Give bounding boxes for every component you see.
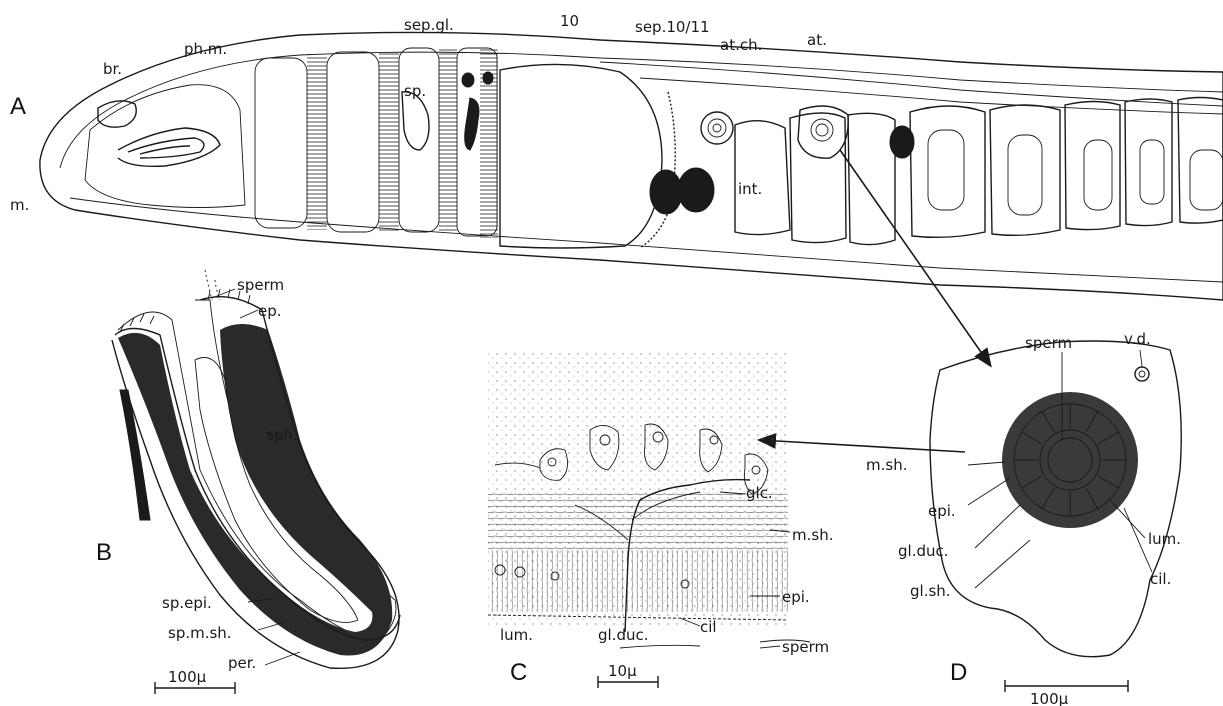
dark-blob-1: [462, 73, 474, 87]
septum-10-11: [640, 92, 675, 248]
dark-blob-5: [678, 168, 714, 212]
panel-label-a: A: [10, 93, 26, 120]
label-b-spepi: sp.epi.: [162, 594, 212, 612]
spermatheca: [402, 92, 429, 150]
pharynx-folds: [118, 128, 220, 166]
panel-a: [40, 32, 1223, 300]
dark-blob-3: [465, 98, 479, 150]
dark-blob-6: [890, 126, 914, 158]
label-sepgl: sep.gl.: [404, 16, 454, 34]
label-c-glc: glc.: [746, 484, 773, 502]
label-phm: ph.m.: [184, 40, 227, 58]
b-tail: [120, 390, 150, 520]
d-scale-bar-label: 100μ: [1030, 690, 1069, 706]
label-c-glduc: gl.duc.: [598, 626, 649, 644]
arrow-a-to-d: [840, 150, 990, 365]
label-d-glsh: gl.sh.: [910, 582, 951, 600]
label-d-lum: lum.: [1148, 530, 1181, 548]
label-c-sperm: sperm: [782, 638, 829, 656]
label-int: int.: [738, 180, 762, 198]
label-segment-10: 10: [560, 12, 579, 30]
label-d-vd: v.d.: [1124, 330, 1151, 348]
label-b-sperm: sperm: [237, 276, 284, 294]
c-epithelium: [488, 550, 788, 612]
brain: [98, 101, 136, 127]
label-sep1011: sep.10/11: [635, 18, 710, 36]
inner-wall: [60, 52, 1223, 168]
label-c-msh: m.sh.: [792, 526, 833, 544]
label-c-lum: lum.: [500, 626, 533, 644]
septal-segments: [255, 48, 498, 238]
label-m: m.: [10, 196, 29, 214]
label-d-glduc: gl.duc.: [898, 542, 949, 560]
panel-label-c: C: [510, 659, 527, 686]
b-scale-bar-label: 100μ: [168, 668, 207, 686]
label-b-spmsh: sp.m.sh.: [168, 624, 232, 642]
c-muscle-sheath: [488, 490, 788, 550]
dark-blob-2: [483, 72, 493, 84]
label-b-sph: sph.: [266, 426, 298, 444]
label-atch: at.ch.: [720, 36, 762, 54]
label-d-epi: epi.: [928, 502, 956, 520]
panel-c: [488, 350, 810, 688]
panel-b: [112, 270, 400, 694]
label-c-epi: epi.: [782, 588, 810, 606]
panel-label-b: B: [96, 539, 112, 566]
label-b-per: per.: [228, 654, 256, 672]
segment-10: [500, 64, 662, 248]
label-d-sperm: sperm: [1025, 334, 1072, 352]
b-sheath-dark[interactable]: [118, 324, 392, 656]
label-d-msh: m.sh.: [866, 456, 907, 474]
dark-blob-4: [650, 170, 682, 214]
dorsal-vessel: [600, 62, 1223, 106]
label-b-ep: ep.: [258, 302, 282, 320]
d-vas-deferens: [1135, 367, 1149, 381]
label-c-cil: cil: [700, 618, 717, 636]
label-sp: sp.: [404, 82, 426, 100]
body-outline: [40, 32, 1223, 300]
panel-d: [930, 341, 1181, 692]
c-scale-bar-label: 10μ: [608, 662, 637, 680]
intestine-segments: [735, 98, 1223, 245]
atrial-chamber: [701, 112, 733, 144]
dorsal-vessel-2: [640, 78, 1223, 114]
label-d-cil: cil.: [1150, 570, 1171, 588]
label-at: at.: [807, 31, 827, 49]
panel-label-d: D: [950, 659, 967, 686]
ventral-wall: [70, 198, 1223, 282]
label-br: br.: [103, 60, 122, 78]
arrow-d-to-c: [760, 440, 965, 452]
